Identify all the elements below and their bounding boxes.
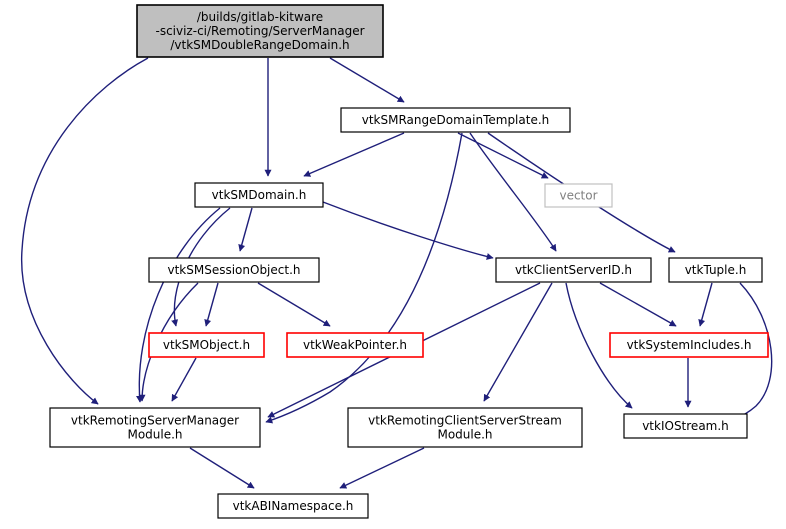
node-box: [286, 332, 424, 358]
node-box: [148, 257, 320, 283]
node-box: [609, 332, 769, 358]
node-box: [340, 107, 571, 133]
node-label: -sciviz-ci/Remoting/ServerManager: [155, 24, 364, 38]
edge-root-to-tmpl: [329, 57, 405, 103]
node-root[interactable]: /builds/gitlab-kitware-sciviz-ci/Remotin…: [136, 4, 384, 58]
edge-rsm-to-abi: [189, 447, 255, 489]
node-abi[interactable]: vtkABINamespace.h: [217, 493, 369, 519]
node-tmpl[interactable]: vtkSMRangeDomainTemplate.h: [340, 107, 571, 133]
edge-sess-to-smobj: [204, 282, 219, 327]
edge-tuple-to-sysinc: [698, 282, 713, 327]
node-box: [217, 493, 369, 519]
edge-csid-to-sysinc: [599, 282, 677, 327]
node-label: Module.h: [127, 428, 182, 442]
edge-sess-to-weak: [257, 282, 331, 327]
node-label: vtkSMObject.h: [163, 338, 250, 352]
node-box: [668, 257, 763, 283]
node-sess[interactable]: vtkSMSessionObject.h: [148, 257, 320, 283]
node-label: vtkRemotingServerManager: [71, 414, 239, 428]
node-box: [544, 183, 613, 208]
node-layer: /builds/gitlab-kitware-sciviz-ci/Remotin…: [49, 4, 769, 519]
node-box: [347, 407, 583, 448]
node-tuple[interactable]: vtkTuple.h: [668, 257, 763, 283]
edge-smobj-to-rsm: [171, 357, 197, 402]
node-label: vtkSMDomain.h: [212, 188, 307, 202]
node-label: vtkTuple.h: [685, 263, 747, 277]
node-box: [194, 182, 324, 208]
edge-tmpl-to-vec: [457, 132, 549, 179]
node-dom[interactable]: vtkSMDomain.h: [194, 182, 324, 208]
node-box: [623, 413, 748, 439]
node-smobj[interactable]: vtkSMObject.h: [148, 332, 265, 358]
node-label: vtkWeakPointer.h: [303, 338, 407, 352]
edge-dom-to-sess: [238, 207, 253, 252]
edge-dom-to-csid: [322, 201, 494, 260]
edge-csid-to-ios: [565, 282, 633, 409]
node-box: [49, 407, 261, 448]
node-label: Module.h: [437, 428, 492, 442]
node-label: vtkABINamespace.h: [233, 499, 354, 513]
node-label: vtkSMRangeDomainTemplate.h: [362, 113, 550, 127]
node-label: vtkRemotingClientServerStream: [368, 414, 562, 428]
node-label: vector: [559, 189, 597, 203]
edge-tmpl-to-csid: [469, 132, 557, 252]
node-box: [495, 257, 652, 283]
edge-rcss-to-abi: [339, 447, 425, 489]
node-vec[interactable]: vector: [544, 183, 613, 208]
node-box: [136, 4, 384, 58]
node-label: vtkSMSessionObject.h: [167, 263, 300, 277]
edge-dom-to-rsm: [135, 207, 221, 403]
node-box: [148, 332, 265, 358]
node-weak[interactable]: vtkWeakPointer.h: [286, 332, 424, 358]
node-label: vtkSystemIncludes.h: [627, 338, 752, 352]
node-label: vtkClientServerID.h: [515, 263, 632, 277]
edge-csid-to-rcss: [483, 282, 553, 402]
node-ios[interactable]: vtkIOStream.h: [623, 413, 748, 439]
edge-tmpl-to-dom: [303, 132, 405, 177]
edge-root-to-rsm: [21, 57, 149, 405]
node-csid[interactable]: vtkClientServerID.h: [495, 257, 652, 283]
node-sysinc[interactable]: vtkSystemIncludes.h: [609, 332, 769, 358]
node-label: /builds/gitlab-kitware: [197, 10, 323, 24]
node-label: /vtkSMDoubleRangeDomain.h: [170, 38, 349, 52]
node-label: vtkIOStream.h: [642, 419, 729, 433]
